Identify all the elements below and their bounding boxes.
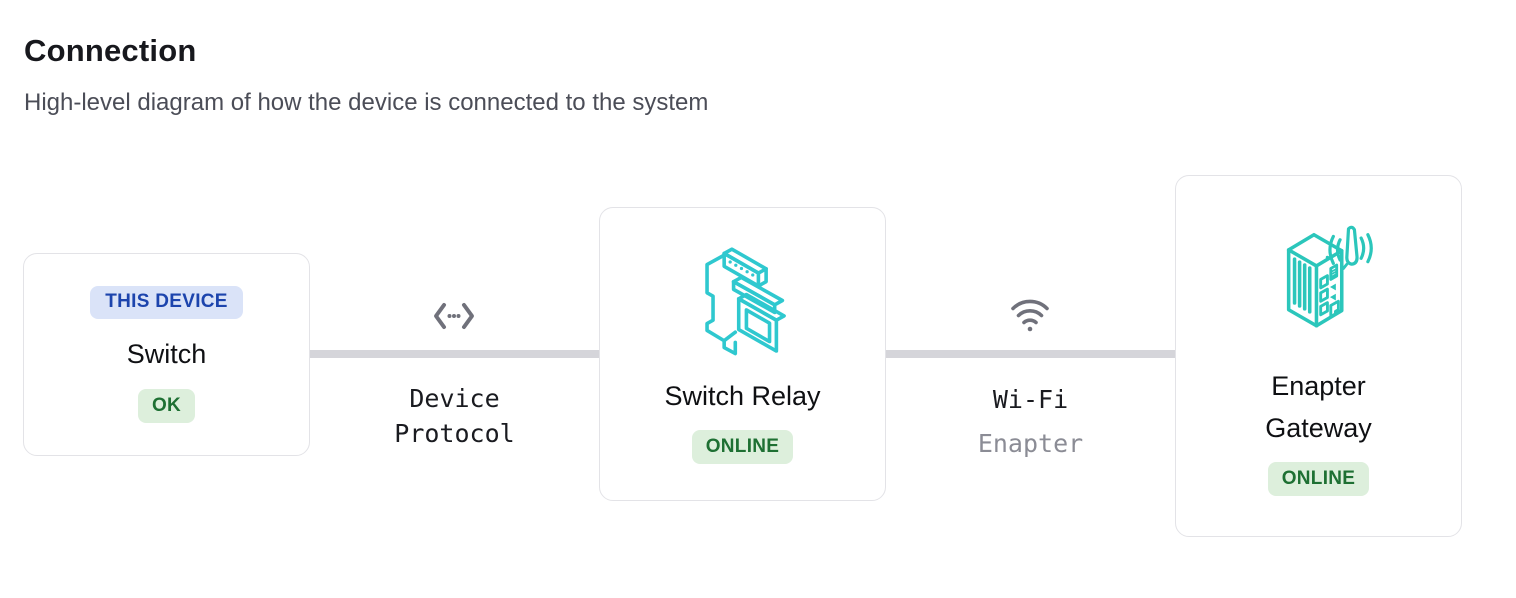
link-label: Wi-Fi xyxy=(992,385,1069,414)
page-subtitle: High-level diagram of how the device is … xyxy=(24,89,709,116)
status-badge: OK xyxy=(137,388,196,424)
link-network-name: Enapter xyxy=(977,429,1084,458)
device-card-enapter-gateway: Enapter Gateway ONLINE xyxy=(1175,175,1462,537)
device-name: Switch Relay xyxy=(664,380,821,411)
wifi-icon xyxy=(1009,297,1051,338)
connector-line-wifi xyxy=(886,350,1175,358)
gateway-antenna-icon xyxy=(1260,216,1378,352)
device-card-switch-relay: Switch Relay ONLINE xyxy=(599,207,886,501)
connector-line-device-protocol xyxy=(310,350,599,358)
link-label: Device Protocol xyxy=(394,384,515,448)
device-name: Enapter Gateway xyxy=(1265,370,1372,443)
protocol-brackets-icon xyxy=(431,300,477,337)
status-badge: ONLINE xyxy=(1267,461,1370,497)
link-device-protocol: Device Protocol xyxy=(310,381,599,451)
device-card-switch: THIS DEVICE Switch OK xyxy=(23,253,310,456)
link-wifi: Wi-Fi Enapter xyxy=(886,382,1175,459)
this-device-badge: THIS DEVICE xyxy=(90,285,243,319)
status-badge: ONLINE xyxy=(691,429,794,465)
din-relay-icon xyxy=(695,244,791,362)
page-title: Connection xyxy=(24,33,197,68)
device-name: Switch xyxy=(126,338,207,369)
